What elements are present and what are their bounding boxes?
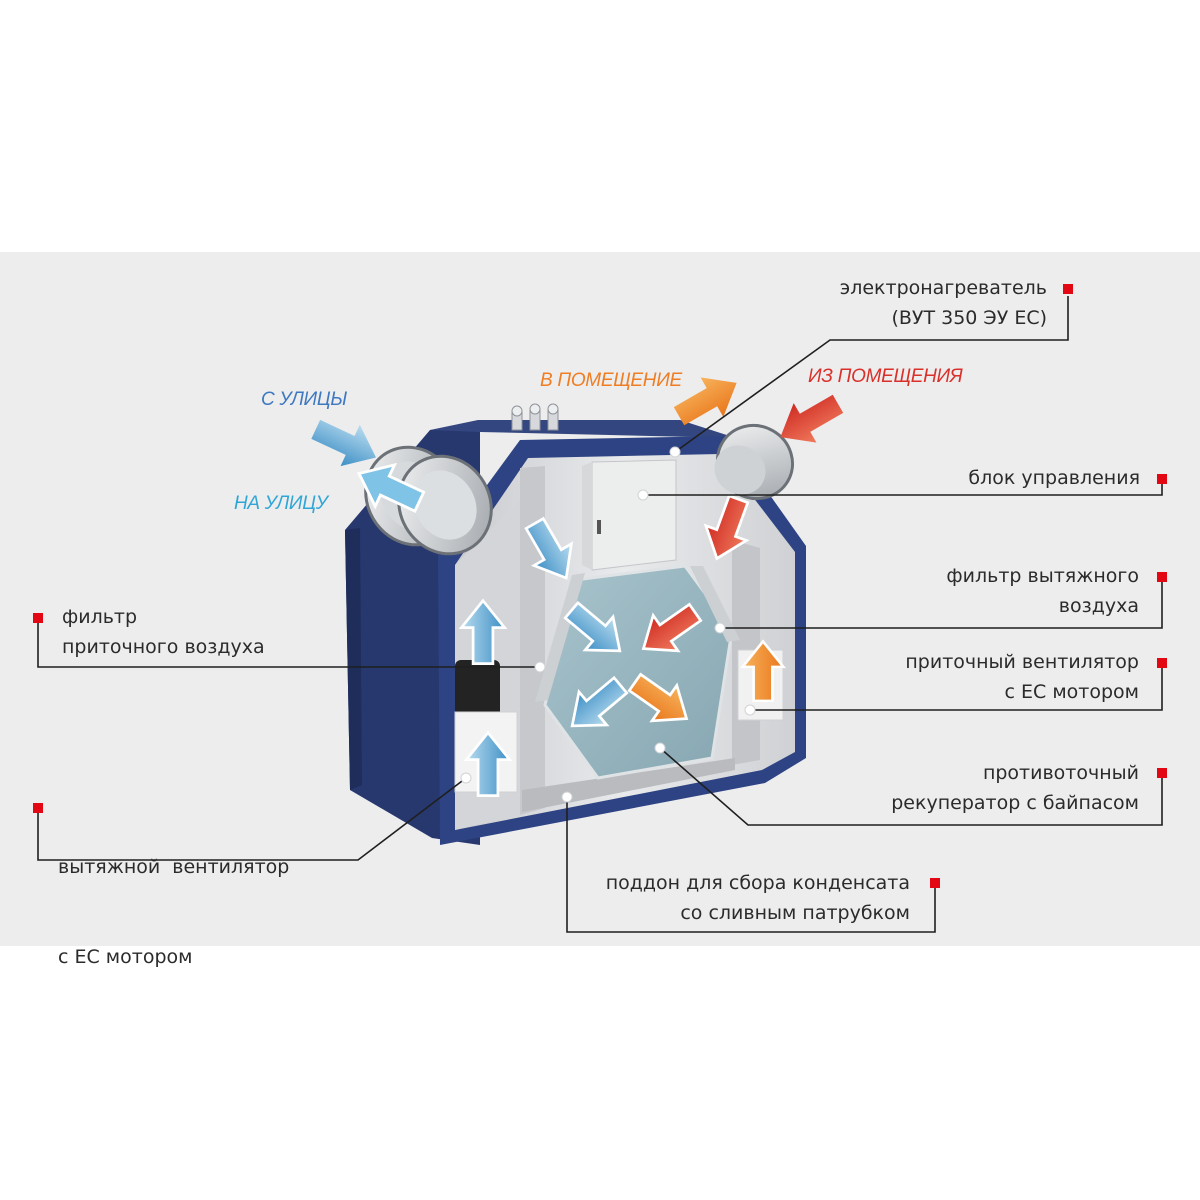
label-exhaust-fan-line2: с ЕС мотором <box>58 946 193 968</box>
flow-to-street-label: НА УЛИЦУ <box>234 493 328 514</box>
label-recuperator: противоточный рекуператор с байпасом <box>891 758 1139 818</box>
label-exhaust-filter-line2: воздуха <box>1058 595 1139 617</box>
label-control-unit: блок управления <box>968 463 1140 493</box>
leader-lines <box>37 296 1163 933</box>
label-condensate-tray-line2: со сливным патрубком <box>680 902 910 924</box>
label-exhaust-fan: вытяжной вентилятор с ЕС мотором <box>58 792 289 1002</box>
leader-exhaust-filter <box>720 577 1163 629</box>
right-ducts <box>714 423 795 501</box>
leader-exhaust-fan <box>37 777 467 861</box>
target-dots <box>460 446 756 803</box>
label-exhaust-fan-line1: вытяжной вентилятор <box>58 856 290 878</box>
top-connectors <box>511 403 559 431</box>
flow-to-room-label: В ПОМЕЩЕНИЕ <box>540 370 682 391</box>
leader-recuperator <box>659 747 1163 826</box>
label-condensate-tray-line1: поддон для сбора конденсата <box>605 872 910 894</box>
leader-condensate-tray <box>566 797 936 933</box>
exhaust-fan-motor <box>455 660 500 720</box>
supply-filter-panel <box>535 573 585 702</box>
label-exhaust-filter-line1: фильтр вытяжного <box>946 565 1139 587</box>
label-control-unit-line1: блок управления <box>968 467 1140 489</box>
label-supply-filter-line2: приточного воздуха <box>62 636 265 658</box>
leader-heater <box>674 296 1069 453</box>
leader-supply-filter <box>37 618 540 668</box>
label-supply-filter: фильтр приточного воздуха <box>62 602 265 662</box>
label-exhaust-filter: фильтр вытяжного воздуха <box>946 561 1139 621</box>
label-recuperator-line2: рекуператор с байпасом <box>891 792 1139 814</box>
label-supply-fan: приточный вентилятор с ЕС мотором <box>905 647 1139 707</box>
leader-supply-fan <box>750 663 1163 711</box>
label-supply-filter-line1: фильтр <box>62 606 138 628</box>
label-heater-line1: электронагреватель <box>839 277 1047 299</box>
exhaust-filter-panel <box>690 566 740 642</box>
label-supply-fan-line1: приточный вентилятор <box>905 651 1139 673</box>
label-heater-line2: (ВУТ 350 ЭУ ЕС) <box>891 307 1047 329</box>
control-box <box>582 459 677 571</box>
leader-control-unit <box>643 480 1163 496</box>
label-markers <box>33 284 1167 888</box>
flow-from-room-label: ИЗ ПОМЕЩЕНИЯ <box>808 366 963 387</box>
label-recuperator-line1: противоточный <box>982 762 1139 784</box>
label-supply-fan-line2: с ЕС мотором <box>1004 681 1139 703</box>
flow-from-street-label: С УЛИЦЫ <box>261 389 347 410</box>
condensate-tray <box>522 758 735 812</box>
label-condensate-tray: поддон для сбора конденсата со сливным п… <box>606 868 910 928</box>
label-heater: электронагреватель (ВУТ 350 ЭУ ЕС) <box>840 273 1047 333</box>
